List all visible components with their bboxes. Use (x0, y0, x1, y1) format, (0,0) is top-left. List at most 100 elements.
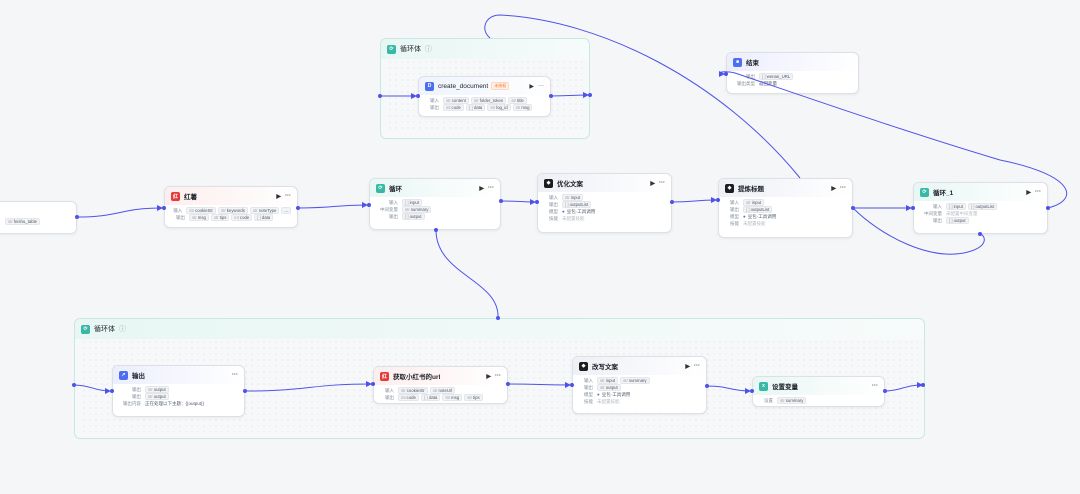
port[interactable] (367, 203, 371, 207)
loop1-header: ⟳ 循环_1 ▶ ··· (914, 183, 1047, 201)
model-icon: ● (597, 392, 600, 397)
create-document-title: create_document (438, 82, 489, 90)
port[interactable] (499, 199, 503, 203)
end-node[interactable]: ■ 结束 输出[ ]wenan_URL 输出类型返回变量 (726, 52, 859, 94)
rewrite-title: 改写文案 (592, 364, 618, 371)
port[interactable] (162, 206, 166, 210)
more-icon[interactable]: ··· (285, 193, 291, 199)
port[interactable] (1046, 206, 1050, 210)
model-label: 模型 (730, 213, 739, 219)
redbook-node[interactable]: 红 红薯 ▶ ··· 输入 strcookieStr strkeywords s… (164, 186, 298, 228)
more-icon[interactable]: ··· (495, 373, 501, 379)
input-tag: strcookieStr (398, 387, 428, 394)
run-icon[interactable]: ▶ (486, 373, 491, 380)
extract-header: ◆ 提炼标题 ▶ ··· (719, 179, 852, 197)
rewrite-header: ◆ 改写文案 ▶ ··· (573, 357, 706, 375)
port[interactable] (549, 94, 553, 98)
output-tag: { }data (465, 104, 486, 111)
port[interactable] (716, 198, 720, 202)
run-icon[interactable]: ▶ (650, 180, 655, 187)
variable-icon: x (759, 381, 768, 391)
port[interactable] (978, 232, 982, 236)
input-tag: strinput (597, 377, 619, 384)
input-tag: strinput (562, 194, 584, 201)
port[interactable] (750, 389, 754, 393)
info-icon: ⓘ (425, 46, 432, 53)
port[interactable] (921, 383, 925, 387)
run-icon[interactable]: ▶ (479, 185, 484, 192)
input-label: 输入 (173, 207, 183, 213)
port[interactable] (851, 206, 855, 210)
output-tag: strtips (464, 394, 483, 401)
unauthorized-badge[interactable]: 未授权 (491, 82, 510, 90)
skill-label: 技能 (584, 398, 593, 404)
input-label: 输入 (430, 97, 439, 103)
port[interactable] (724, 72, 728, 76)
loop-icon: ⟳ (376, 183, 385, 193)
get-url-node[interactable]: 红 获取小红书的url ▶ ··· 输入 strcookieStr strnot… (373, 366, 508, 404)
run-icon[interactable]: ▶ (276, 193, 281, 200)
port[interactable] (243, 389, 247, 393)
loop-node-title: 循环 (389, 186, 402, 193)
set-variable-title: 设置变量 (772, 384, 798, 391)
port[interactable] (670, 200, 674, 204)
feishu-node[interactable]: strfeishu_table (0, 201, 77, 234)
port[interactable] (371, 382, 375, 386)
run-icon[interactable]: ▶ (529, 83, 534, 90)
port[interactable] (496, 316, 500, 320)
output-tag: stroutput (145, 393, 169, 400)
create-document-node[interactable]: D create_document 未授权 ▶ ··· 输入 strconten… (418, 76, 551, 117)
mid-var-tag: strsummary (402, 206, 432, 213)
port[interactable] (416, 94, 420, 98)
input-tag: strkeywords (218, 207, 248, 214)
output-type-label: 输出类型 (737, 80, 755, 86)
port[interactable] (110, 389, 114, 393)
redbook-header: 红 红薯 ▶ ··· (165, 187, 297, 205)
more-icon[interactable]: ··· (659, 180, 665, 186)
edge-optimize-extract (671, 197, 717, 204)
port[interactable] (75, 215, 79, 219)
input-label: 输入 (584, 377, 593, 383)
loop-icon: ⟳ (387, 44, 396, 54)
redbook-title: 红薯 (184, 194, 197, 201)
more-icon[interactable]: ··· (1035, 189, 1041, 195)
loop1-node[interactable]: ⟳ 循环_1 ▶ ··· 输入[ ]input[ ]outputList 中间变… (913, 182, 1048, 234)
more-icon[interactable]: ··· (694, 363, 700, 369)
port[interactable] (506, 382, 510, 386)
port[interactable] (72, 383, 76, 387)
port[interactable] (570, 383, 574, 387)
more-icon[interactable]: ··· (872, 383, 878, 389)
output-label: 输出 (933, 217, 942, 223)
output-label: 输出 (549, 201, 558, 207)
get-url-title: 获取小红书的url (393, 374, 441, 381)
edge-loop-to-bottom-body (435, 229, 499, 319)
more-icon[interactable]: ··· (488, 185, 494, 191)
end-title: 结束 (746, 60, 759, 67)
mid-var-label: 中间变量 (380, 206, 398, 212)
redbook-icon: 红 (380, 371, 389, 381)
more-icon[interactable]: ··· (538, 83, 544, 89)
port[interactable] (434, 228, 438, 232)
optimize-header: ◆ 优化文案 ▶ ··· (538, 174, 671, 192)
port[interactable] (705, 384, 709, 388)
more-icon[interactable]: ··· (232, 372, 238, 378)
port[interactable] (296, 206, 300, 210)
port[interactable] (911, 206, 915, 210)
run-icon[interactable]: ▶ (1026, 189, 1031, 196)
run-icon[interactable]: ▶ (685, 363, 690, 370)
port[interactable] (535, 200, 539, 204)
port[interactable] (883, 389, 887, 393)
model-label: 模型 (549, 208, 558, 214)
output-tag: stroutput (597, 384, 621, 391)
run-icon[interactable]: ▶ (831, 185, 836, 192)
output-label: 输出 (730, 206, 739, 212)
port[interactable] (378, 94, 382, 98)
more-icon[interactable]: ··· (840, 185, 846, 191)
port[interactable] (588, 93, 592, 97)
